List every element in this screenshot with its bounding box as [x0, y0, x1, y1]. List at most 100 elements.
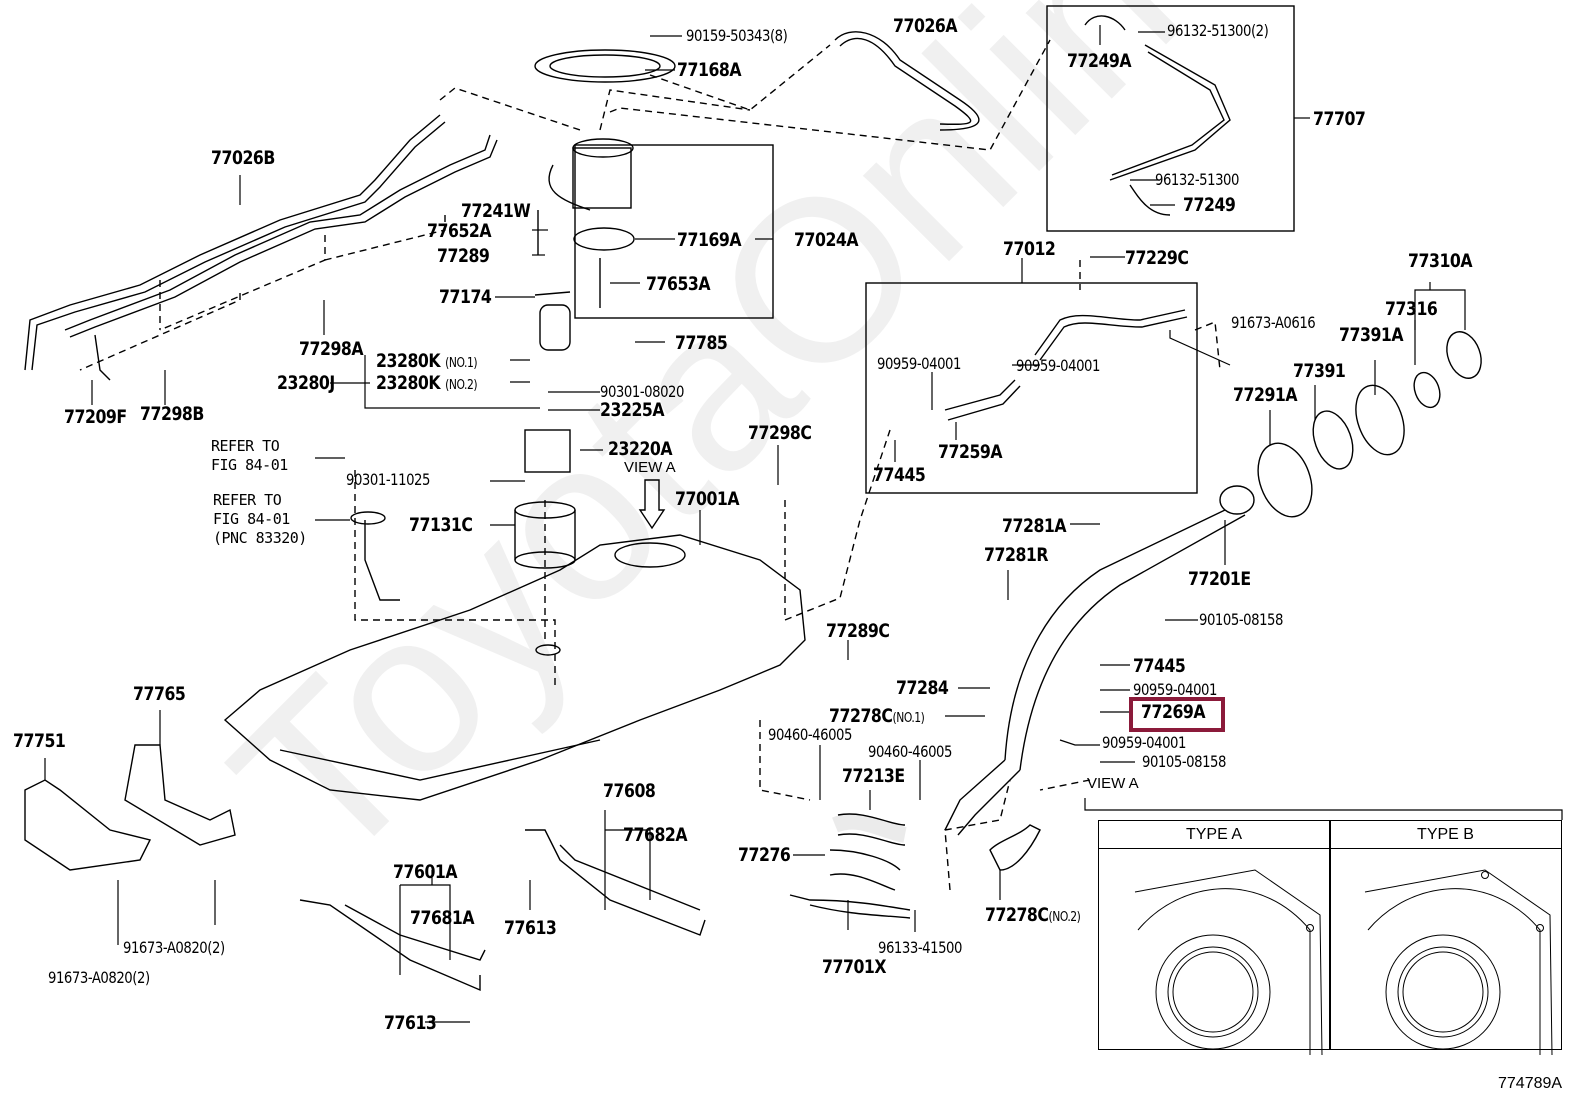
- part-label-77298B[interactable]: 77298B: [140, 403, 204, 425]
- part-label-77601A[interactable]: 77601A: [393, 861, 458, 883]
- part-label-90301-11025[interactable]: 90301-11025: [346, 470, 430, 489]
- hose-77276: [829, 849, 901, 891]
- part-label-77653A[interactable]: 77653A: [646, 273, 711, 295]
- part-label-77291A[interactable]: 77291A: [1233, 384, 1298, 406]
- part-label-77269A-highlighted[interactable]: 77269A: [1141, 701, 1206, 723]
- part-label-77391A[interactable]: 77391A: [1339, 324, 1404, 346]
- dashed-assembly-lines: [79, 39, 1221, 891]
- part-label-77276[interactable]: 77276: [738, 844, 791, 866]
- leader-lines: [44, 25, 1563, 1023]
- figure-id: 774789A: [1498, 1075, 1563, 1092]
- part-label-77785[interactable]: 77785: [675, 332, 728, 354]
- part-label-77012[interactable]: 77012: [1003, 238, 1056, 260]
- view-a-type-a-header: TYPE A: [1099, 821, 1329, 849]
- highlight-box-77269A: [1129, 697, 1225, 732]
- strap-77608: [525, 829, 706, 936]
- part-label-77169A[interactable]: 77169A: [677, 229, 742, 251]
- part-label-77229C[interactable]: 77229C: [1125, 247, 1189, 269]
- part-label-77289[interactable]: 77289: [437, 245, 490, 267]
- refer-to-fig-84-01-bolt[interactable]: REFER TO FIG 84-01: [211, 437, 288, 474]
- part-label-77278C-no2[interactable]: 77278C(NO.2): [985, 904, 1081, 926]
- view-a-pointer-label: VIEW A: [624, 459, 676, 476]
- part-label-90959-04001-lower[interactable]: 90959-04001: [1102, 733, 1186, 752]
- pipe-77278C-no2: [989, 824, 1041, 871]
- part-label-77298A[interactable]: 77298A: [299, 338, 364, 360]
- view-a-divider: [1329, 821, 1331, 1049]
- part-label-23220A[interactable]: 23220A: [608, 438, 673, 460]
- part-label-77281A[interactable]: 77281A: [1002, 515, 1067, 537]
- view-a-type-b-header: TYPE B: [1330, 821, 1561, 849]
- part-label-77168A[interactable]: 77168A: [677, 59, 742, 81]
- part-label-77024A[interactable]: 77024A: [794, 229, 859, 251]
- bracket-77751: [24, 779, 152, 871]
- part-label-77681A[interactable]: 77681A: [410, 907, 475, 929]
- part-label-77259A[interactable]: 77259A: [938, 441, 1003, 463]
- hose-77213E: [837, 813, 906, 846]
- vent-pipe-77707: [1109, 44, 1231, 181]
- part-label-90959-04001-upper[interactable]: 90959-04001: [1133, 680, 1217, 699]
- pipe-77012: [1034, 309, 1186, 356]
- part-label-77701X[interactable]: 77701X: [822, 956, 887, 978]
- part-label-77445-lower[interactable]: 77445: [1133, 655, 1186, 677]
- part-label-77174[interactable]: 77174: [439, 286, 492, 308]
- pump-23220A: [524, 429, 571, 473]
- part-label-77316[interactable]: 77316: [1385, 298, 1438, 320]
- part-label-90105-08158-lower[interactable]: 90105-08158: [1142, 752, 1226, 771]
- part-label-90959-04001-right[interactable]: 90959-04001: [1016, 356, 1100, 375]
- part-label-77249[interactable]: 77249: [1183, 194, 1236, 216]
- fuel-pipe-77026B: [24, 114, 498, 381]
- part-label-23225A[interactable]: 23225A: [600, 399, 665, 421]
- fuel-tank-77001A: [223, 534, 806, 801]
- part-label-23280K-no2[interactable]: 23280K (NO.2): [376, 372, 478, 394]
- part-label-91673-A0820-right[interactable]: 91673-A0820(2): [123, 938, 225, 957]
- part-label-77281R[interactable]: 77281R: [984, 544, 1049, 566]
- part-label-77751[interactable]: 77751: [13, 730, 66, 752]
- part-label-77613-bottom[interactable]: 77613: [384, 1012, 437, 1034]
- part-label-77608[interactable]: 77608: [603, 780, 656, 802]
- part-label-23280J[interactable]: 23280J: [277, 372, 335, 394]
- part-label-91673-A0616[interactable]: 91673-A0616: [1231, 313, 1316, 332]
- part-label-77001A[interactable]: 77001A: [675, 488, 740, 510]
- part-label-77284[interactable]: 77284: [896, 677, 949, 699]
- view-a-table: TYPE A TYPE B: [1098, 820, 1562, 1050]
- part-label-77765[interactable]: 77765: [133, 683, 186, 705]
- part-label-90460-46005-left[interactable]: 90460-46005: [768, 725, 852, 744]
- part-label-77652A[interactable]: 77652A: [427, 220, 492, 242]
- part-label-90301-08020[interactable]: 90301-08020: [600, 382, 684, 401]
- part-label-90159-50343[interactable]: 90159-50343(8): [686, 26, 788, 45]
- part-label-77241W[interactable]: 77241W: [461, 200, 531, 222]
- part-label-77298C[interactable]: 77298C: [748, 422, 812, 444]
- part-label-77707[interactable]: 77707: [1313, 108, 1366, 130]
- part-label-90460-46005-right[interactable]: 90460-46005: [868, 742, 952, 761]
- view-a-arrow: [638, 479, 666, 530]
- part-label-77026B[interactable]: 77026B: [211, 147, 275, 169]
- part-label-90105-08158-upper[interactable]: 90105-08158: [1199, 610, 1283, 629]
- part-label-96132-51300[interactable]: 96132-51300: [1155, 170, 1239, 189]
- part-label-77613-right[interactable]: 77613: [504, 917, 557, 939]
- part-label-23280K-no1[interactable]: 23280K (NO.1): [376, 350, 478, 372]
- fuel-pump-module: [534, 49, 676, 351]
- bracket-77765: [124, 744, 236, 846]
- part-label-91673-A0820-left[interactable]: 91673-A0820(2): [48, 968, 150, 987]
- part-label-77682A[interactable]: 77682A: [623, 824, 688, 846]
- part-label-90959-04001-left[interactable]: 90959-04001: [877, 354, 961, 373]
- part-label-77131C[interactable]: 77131C: [409, 514, 473, 536]
- part-label-77201E[interactable]: 77201E: [1188, 568, 1251, 590]
- filler-cap-parts: [1257, 331, 1482, 518]
- part-label-77445-box[interactable]: 77445: [873, 464, 926, 486]
- assembly-box-77012: [865, 282, 1198, 494]
- refer-to-fig-84-01-sender[interactable]: REFER TO FIG 84-01 (PNC 83320): [213, 491, 307, 547]
- part-label-96132-51300-2[interactable]: 96132-51300(2): [1167, 21, 1269, 40]
- part-label-77310A[interactable]: 77310A: [1408, 250, 1473, 272]
- cylinder-77131C: [514, 501, 576, 569]
- part-label-77213E[interactable]: 77213E: [842, 765, 905, 787]
- part-label-77289C[interactable]: 77289C: [826, 620, 890, 642]
- part-label-77026A[interactable]: 77026A: [893, 15, 958, 37]
- part-label-77278C-no1[interactable]: 77278C(NO.1): [829, 705, 925, 727]
- part-label-77249A[interactable]: 77249A: [1067, 50, 1132, 72]
- part-label-77209F[interactable]: 77209F: [64, 406, 127, 428]
- part-label-77391[interactable]: 77391: [1293, 360, 1346, 382]
- part-label-96133-41500[interactable]: 96133-41500: [878, 938, 962, 957]
